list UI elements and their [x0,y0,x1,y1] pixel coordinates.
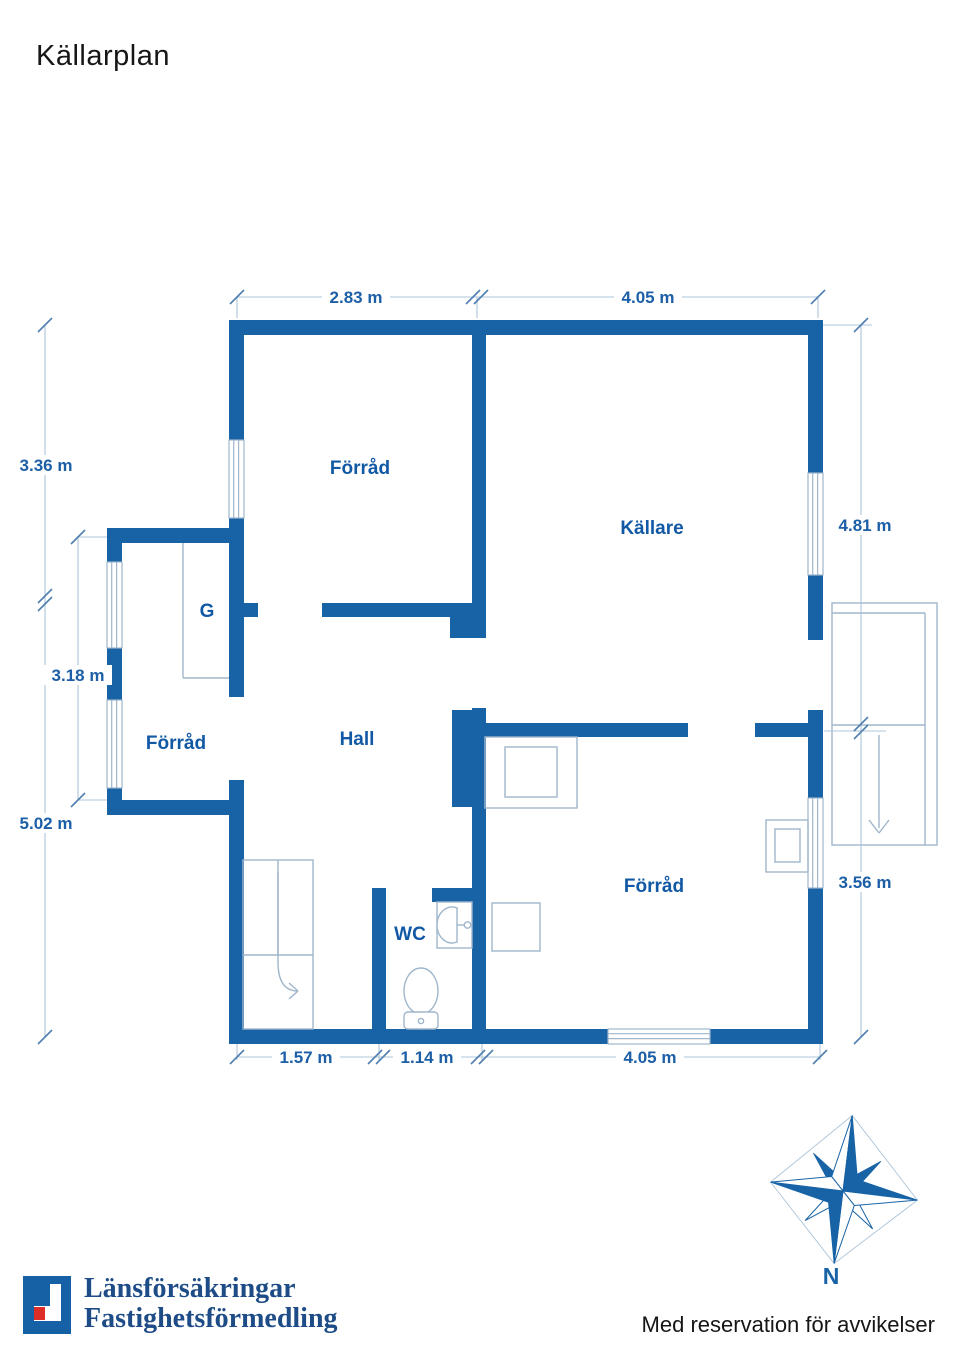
room-label-kallare: Källare [620,518,683,539]
lf-logo-text-line1: Länsförsäkringar [84,1273,296,1304]
lf-logo-text-line2: Fastighetsförmedling [84,1303,338,1334]
room-label-forrad-top: Förråd [330,458,390,479]
appliance-right-icon [765,819,809,873]
compass-rose-icon: N [769,1114,919,1289]
exterior-stairs-icon [831,602,938,846]
exterior-walls [107,320,823,1044]
dimension-labels: 2.83 m 4.05 m 3.36 m 3.18 m 5.02 m 4.81 … [12,287,899,1067]
dim-right-lower: 3.56 m [839,873,892,892]
dim-bottom-left: 1.57 m [280,1048,333,1067]
room-label-hall: Hall [340,729,375,750]
room-label-forrad-bottom: Förråd [624,876,684,897]
windows [106,439,824,1045]
interior-walls [244,335,823,1029]
washing-machine-icon [484,736,578,809]
dim-top-left: 2.83 m [330,288,383,307]
room-labels: Förråd Källare G Förråd Hall WC Förråd [146,458,684,945]
appliance-icon [491,902,541,952]
dim-bottom-right: 4.05 m [624,1048,677,1067]
page-title: Källarplan [36,40,170,72]
interior-stairs-icon [242,859,314,1030]
wardrobe-outline [182,543,229,679]
toilet-icon [403,967,439,1030]
lf-logo-mark [23,1276,71,1334]
room-label-wc: WC [394,924,426,945]
dim-top-right: 4.05 m [622,288,675,307]
disclaimer-text: Med reservation för avvikelser [641,1312,935,1337]
dim-right-upper: 4.81 m [839,516,892,535]
lf-logo-text: Länsförsäkringar Fastighetsförmedling [84,1274,338,1334]
room-label-garderob: G [200,601,215,622]
lf-logo: Länsförsäkringar Fastighetsförmedling [23,1274,338,1334]
room-label-forrad-left: Förråd [146,733,206,754]
dim-bottom-mid: 1.14 m [401,1048,454,1067]
sink-icon [436,901,473,949]
dim-left-inner: 3.18 m [52,666,105,685]
compass-north-label: N [823,1263,840,1289]
dim-left-upper: 3.36 m [20,456,73,475]
dim-left-lower: 5.02 m [20,814,73,833]
